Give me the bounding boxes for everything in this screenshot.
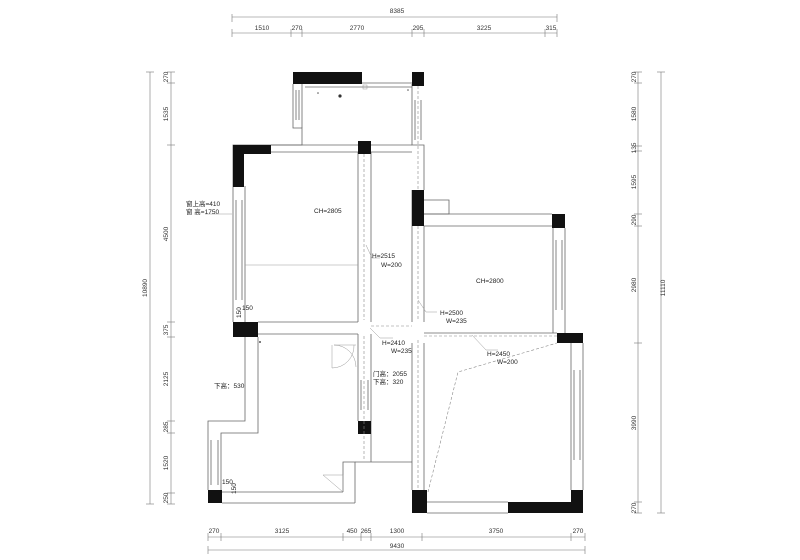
ceiling-height-1: CH=2805: [314, 208, 342, 215]
door-swing: [322, 344, 357, 493]
window-top-height: 窗上高=410: [186, 199, 221, 208]
left-dim-5: 2125: [163, 371, 170, 386]
top-total-dim: 8385: [390, 8, 405, 15]
door-sill-height: 下高：320: [373, 377, 404, 386]
bottom-dim-7: 270: [573, 528, 584, 535]
bottom-total-dim: 9430: [390, 543, 405, 550]
ceiling-fixtures: [259, 84, 409, 343]
right-dim-7: 3990: [631, 415, 638, 430]
bottom-dim-3: 450: [347, 528, 358, 535]
walls: [207, 82, 584, 514]
left-dim-4: 375: [163, 324, 170, 335]
left-dim-8: 250: [163, 492, 170, 503]
right-dim-3: 135: [631, 142, 638, 153]
openings: [363, 86, 558, 493]
opening-2-height: H=2500: [440, 310, 463, 317]
bottom-dim-5: 1300: [390, 528, 405, 535]
right-total-dim: 11110: [660, 279, 667, 296]
left-dimension-chain: 10890 270 1535 4500 375 2125 285 1520 25…: [142, 71, 175, 505]
top-dim-3: 2770: [350, 25, 365, 32]
top-dim-5: 3225: [477, 25, 492, 32]
top-dim-2: 270: [292, 25, 303, 32]
right-dim-6: 2980: [631, 277, 638, 292]
small-dim-2b: 150: [231, 483, 238, 494]
opening-2-width: W=235: [446, 318, 467, 325]
annotations: 窗上高=410 窗 高=1750 CH=2805 CH=2800 H=2515 …: [186, 199, 518, 494]
right-dim-8: 270: [631, 502, 638, 513]
left-total-dim: 10890: [142, 279, 149, 297]
small-dim-2a: 150: [222, 479, 233, 486]
ceiling-height-2: CH=2800: [476, 278, 504, 285]
right-dim-4: 1595: [631, 174, 638, 189]
bottom-dim-4: 265: [361, 528, 372, 535]
left-dim-2: 1535: [163, 106, 170, 121]
window-height: 窗 高=1750: [186, 207, 219, 216]
bottom-dim-2: 3125: [275, 528, 290, 535]
structural-columns: [208, 72, 583, 513]
top-dim-4: 295: [413, 25, 424, 32]
bottom-dimension-chain: 270 3125 450 265 1300 3750 270 9430: [207, 528, 586, 554]
small-dim-1a: 150: [242, 305, 253, 312]
window-sill-left: 下高：530: [214, 381, 245, 390]
right-dim-2: 1580: [631, 106, 638, 121]
top-dim-6: 315: [546, 25, 557, 32]
opening-3-width: W=235: [391, 348, 412, 355]
opening-1-width: W=200: [381, 262, 402, 269]
opening-1-height: H=2515: [372, 253, 395, 260]
right-dim-5: 290: [631, 214, 638, 225]
small-dim-1b: 150: [236, 307, 243, 318]
opening-4-width: W=200: [497, 359, 518, 366]
right-dimension-chain: 270 1580 135 1595 290 2980 3990 270 1111…: [631, 71, 667, 513]
top-dimension-chain: 8385 1510 270 2770 295 3225 315: [231, 8, 558, 37]
right-dim-1: 270: [631, 71, 638, 82]
leader-lines: [205, 213, 498, 351]
left-dim-7: 1520: [163, 455, 170, 470]
opening-3-height: H=2410: [382, 340, 405, 347]
left-dim-3: 4500: [163, 226, 170, 241]
door-height: 门高：2055: [373, 369, 407, 378]
left-dim-6: 285: [163, 421, 170, 432]
bottom-dim-6: 3750: [489, 528, 504, 535]
bottom-dim-1: 270: [209, 528, 220, 535]
opening-4-height: H=2450: [487, 351, 510, 358]
top-dim-1: 1510: [255, 25, 270, 32]
left-dim-1: 270: [163, 71, 170, 82]
